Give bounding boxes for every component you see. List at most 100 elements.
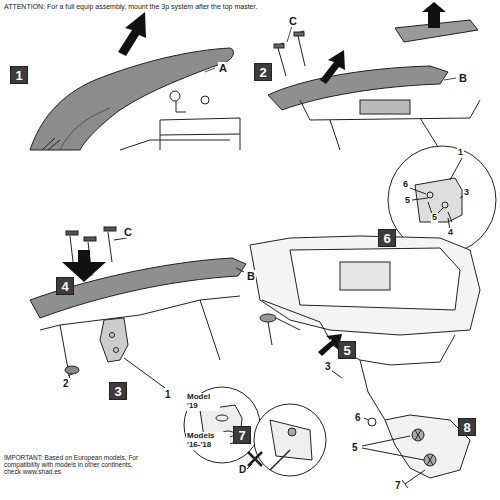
illustration-stroke: [42, 138, 60, 150]
illustration-stroke: [170, 91, 180, 101]
callout-label: 5: [404, 196, 411, 206]
illustration-stroke: [114, 348, 119, 353]
callout-label: 7: [394, 480, 402, 491]
illustration-stroke: [427, 192, 433, 198]
illustration-stroke: [268, 318, 300, 345]
callout-label: Models '16-'18: [186, 432, 230, 450]
illustration-stroke: [270, 450, 290, 470]
callout-label: 5: [351, 442, 359, 453]
step-label: 1: [15, 69, 22, 82]
step-number: 8: [458, 418, 476, 436]
inset-detail: [184, 387, 326, 476]
illustration-stroke: [65, 366, 79, 374]
callout-label: 3: [324, 361, 332, 372]
callout-label: 6: [402, 180, 409, 190]
illustration-stroke: [68, 374, 72, 376]
illustration-stroke: [364, 418, 368, 420]
install-panel: [30, 227, 246, 388]
illustration-stroke: [201, 96, 209, 104]
step-number: 1: [10, 66, 28, 84]
step-label: 5: [343, 344, 350, 357]
note-text: IMPORTANT: Based on European models, For…: [3, 454, 143, 475]
leader-line: [205, 68, 215, 72]
illustration-stroke: [294, 32, 304, 36]
step-number: 3: [109, 382, 127, 400]
illustration-stroke: [288, 428, 296, 436]
callout-label: B: [246, 270, 256, 282]
illustration-stroke: [270, 420, 312, 460]
callout-label: 1: [164, 389, 172, 400]
illustration-stroke: [368, 418, 376, 426]
lift-arrow: [422, 2, 446, 28]
illustration-stroke: [332, 335, 455, 420]
step-label: 2: [259, 66, 266, 79]
callout-label: 1: [457, 148, 464, 158]
illustration-stroke: [176, 101, 186, 112]
illustration-stroke: [160, 118, 240, 150]
illustration-stroke: [114, 238, 127, 240]
leader-line: [444, 78, 456, 80]
seat-panel: [30, 48, 240, 150]
illustration-stroke: [362, 448, 424, 460]
illustration-stroke: [84, 237, 96, 241]
illustration-stroke: [216, 415, 228, 421]
step-number: 4: [56, 277, 74, 295]
callout-label: 2: [62, 378, 70, 389]
side-frame-panel: [250, 236, 480, 420]
illustration-stroke: [254, 404, 326, 476]
illustration-stroke: [362, 436, 410, 446]
lift-arrow: [320, 50, 345, 84]
callout-label: C: [123, 226, 133, 238]
illustration-stroke: [274, 44, 284, 48]
illustration-stroke: [360, 100, 410, 114]
illustration-stroke: [66, 231, 78, 235]
step-number: 5: [338, 341, 356, 359]
illustration-stroke: [120, 140, 230, 150]
illustration-stroke: [40, 296, 240, 380]
bracket-detail: [362, 415, 470, 488]
callout-label: 6: [354, 412, 362, 423]
grab-rail-panel: [268, 20, 480, 150]
step-label: 8: [463, 421, 470, 434]
illustration-stroke: [331, 370, 342, 378]
illustration-stroke: [250, 236, 480, 335]
callout-label: 4: [447, 228, 454, 238]
lift-arrow: [118, 12, 146, 56]
illustration-stroke: [60, 108, 110, 150]
note-text: ATTENTION: For a full equip assembly, mo…: [3, 3, 258, 11]
illustration-stroke: [450, 158, 462, 180]
illustration-stroke: [100, 318, 128, 362]
illustration-stroke: [410, 188, 426, 194]
illustration-stroke: [412, 198, 428, 200]
illustration-stroke: [30, 258, 246, 318]
callout-label: A: [218, 62, 228, 74]
callout-label: 3: [463, 188, 470, 198]
step-number: 2: [254, 63, 272, 81]
step-number: 6: [378, 229, 396, 247]
illustration-stroke: [268, 66, 448, 110]
callout-label: C: [288, 15, 298, 27]
callout-label: B: [458, 72, 468, 84]
illustration-stroke: [104, 227, 116, 231]
illustration-stroke: [274, 31, 305, 76]
illustration-stroke: [340, 262, 390, 290]
illustration-stroke: [442, 202, 448, 208]
step-label: 6: [383, 232, 390, 245]
step-number: 7: [233, 426, 251, 444]
step-label: 7: [238, 429, 245, 442]
callout-label: D: [238, 464, 247, 475]
illustration-stroke: [110, 333, 115, 338]
leader-line: [287, 26, 292, 42]
step-label: 4: [61, 280, 68, 293]
illustration-stroke: [260, 314, 276, 322]
step-label: 3: [114, 385, 121, 398]
illustration-stroke: [402, 470, 425, 488]
illustration-stroke: [290, 248, 460, 310]
illustration-stroke: [415, 178, 462, 222]
illustration-stroke: [236, 268, 244, 272]
illustration-stroke: [124, 358, 165, 388]
callout-label: 5: [431, 213, 438, 223]
callout-label: Model '19: [186, 393, 220, 411]
